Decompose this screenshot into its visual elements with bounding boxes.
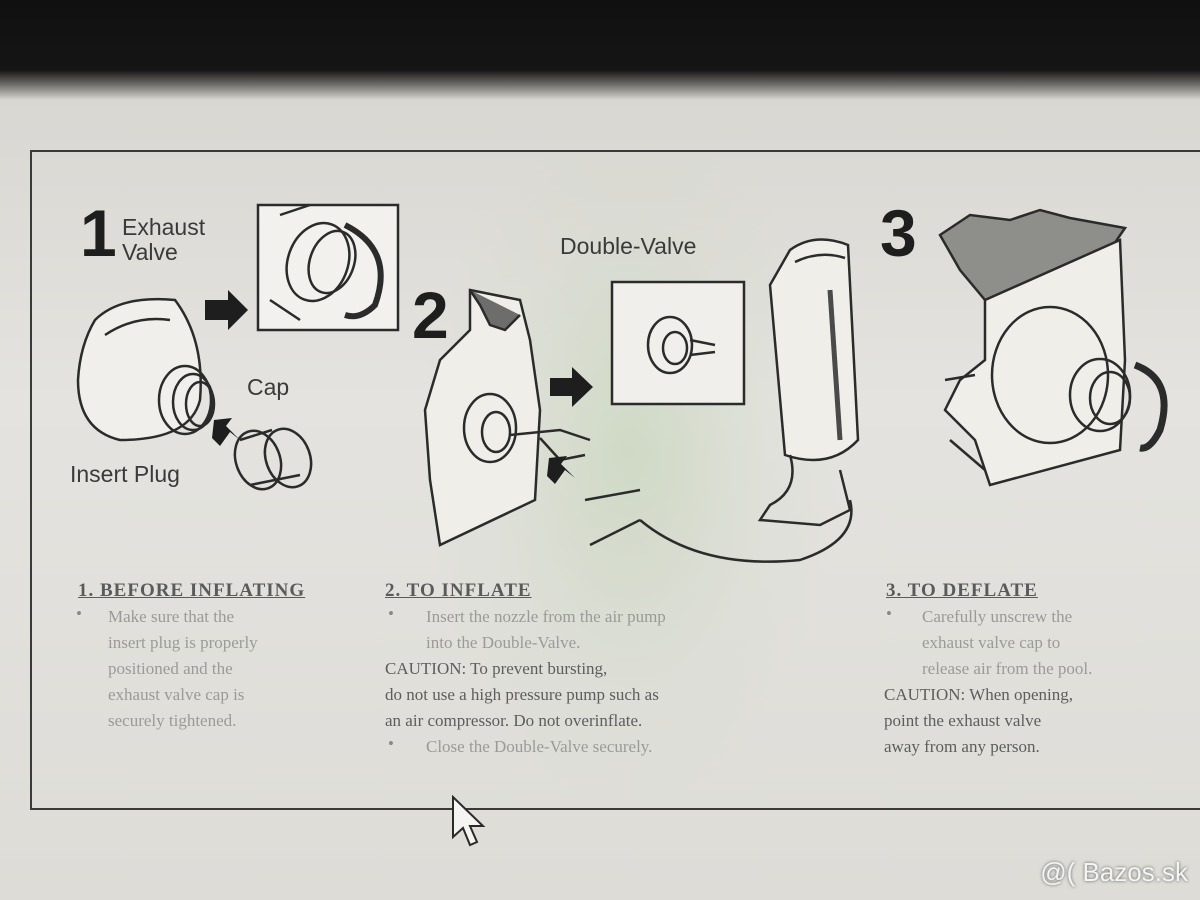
step3-number: 3 — [880, 196, 917, 270]
label-double-valve: Double-Valve — [560, 233, 697, 259]
arrow-icon — [550, 367, 593, 407]
label-exhaust-valve: Exhaust Valve — [122, 214, 206, 266]
step2-illustration — [423, 238, 860, 563]
label-insert-plug: Insert Plug — [70, 461, 180, 487]
step3-text: Carefully unscrew the exhaust valve cap … — [922, 607, 1093, 678]
step1-number: 1 — [80, 196, 117, 270]
step2-bullet: • — [388, 604, 394, 623]
instruction-panel — [30, 150, 1200, 810]
step1-heading: 1. BEFORE INFLATING — [78, 580, 306, 601]
step2-text: Insert the nozzle from the air pump into… — [426, 607, 666, 652]
step2-text-2: Close the Double-Valve securely. — [426, 737, 653, 756]
watermark: @( Bazos.sk — [1040, 857, 1188, 887]
cursor-icon — [452, 795, 486, 847]
step3-illustration — [938, 208, 1168, 487]
step1-text: Make sure that the insert plug is proper… — [108, 607, 258, 730]
step3-bullet: • — [886, 604, 892, 623]
label-cap: Cap — [247, 374, 290, 400]
step3-heading: 3. TO DEFLATE — [886, 580, 1038, 601]
step3-caution: CAUTION: When opening, point the exhaust… — [884, 685, 1074, 756]
step2-heading: 2. TO INFLATE — [385, 580, 532, 601]
arrow-icon — [547, 456, 575, 484]
step2-number: 2 — [412, 278, 449, 352]
step2-caution: CAUTION: To prevent bursting, do not use… — [385, 659, 659, 730]
arrow-icon — [205, 290, 248, 330]
step1-illustration — [76, 203, 400, 491]
step2-bullet-2: • — [388, 734, 394, 753]
arrow-icon — [212, 418, 240, 446]
step1-bullet: • — [76, 604, 82, 623]
